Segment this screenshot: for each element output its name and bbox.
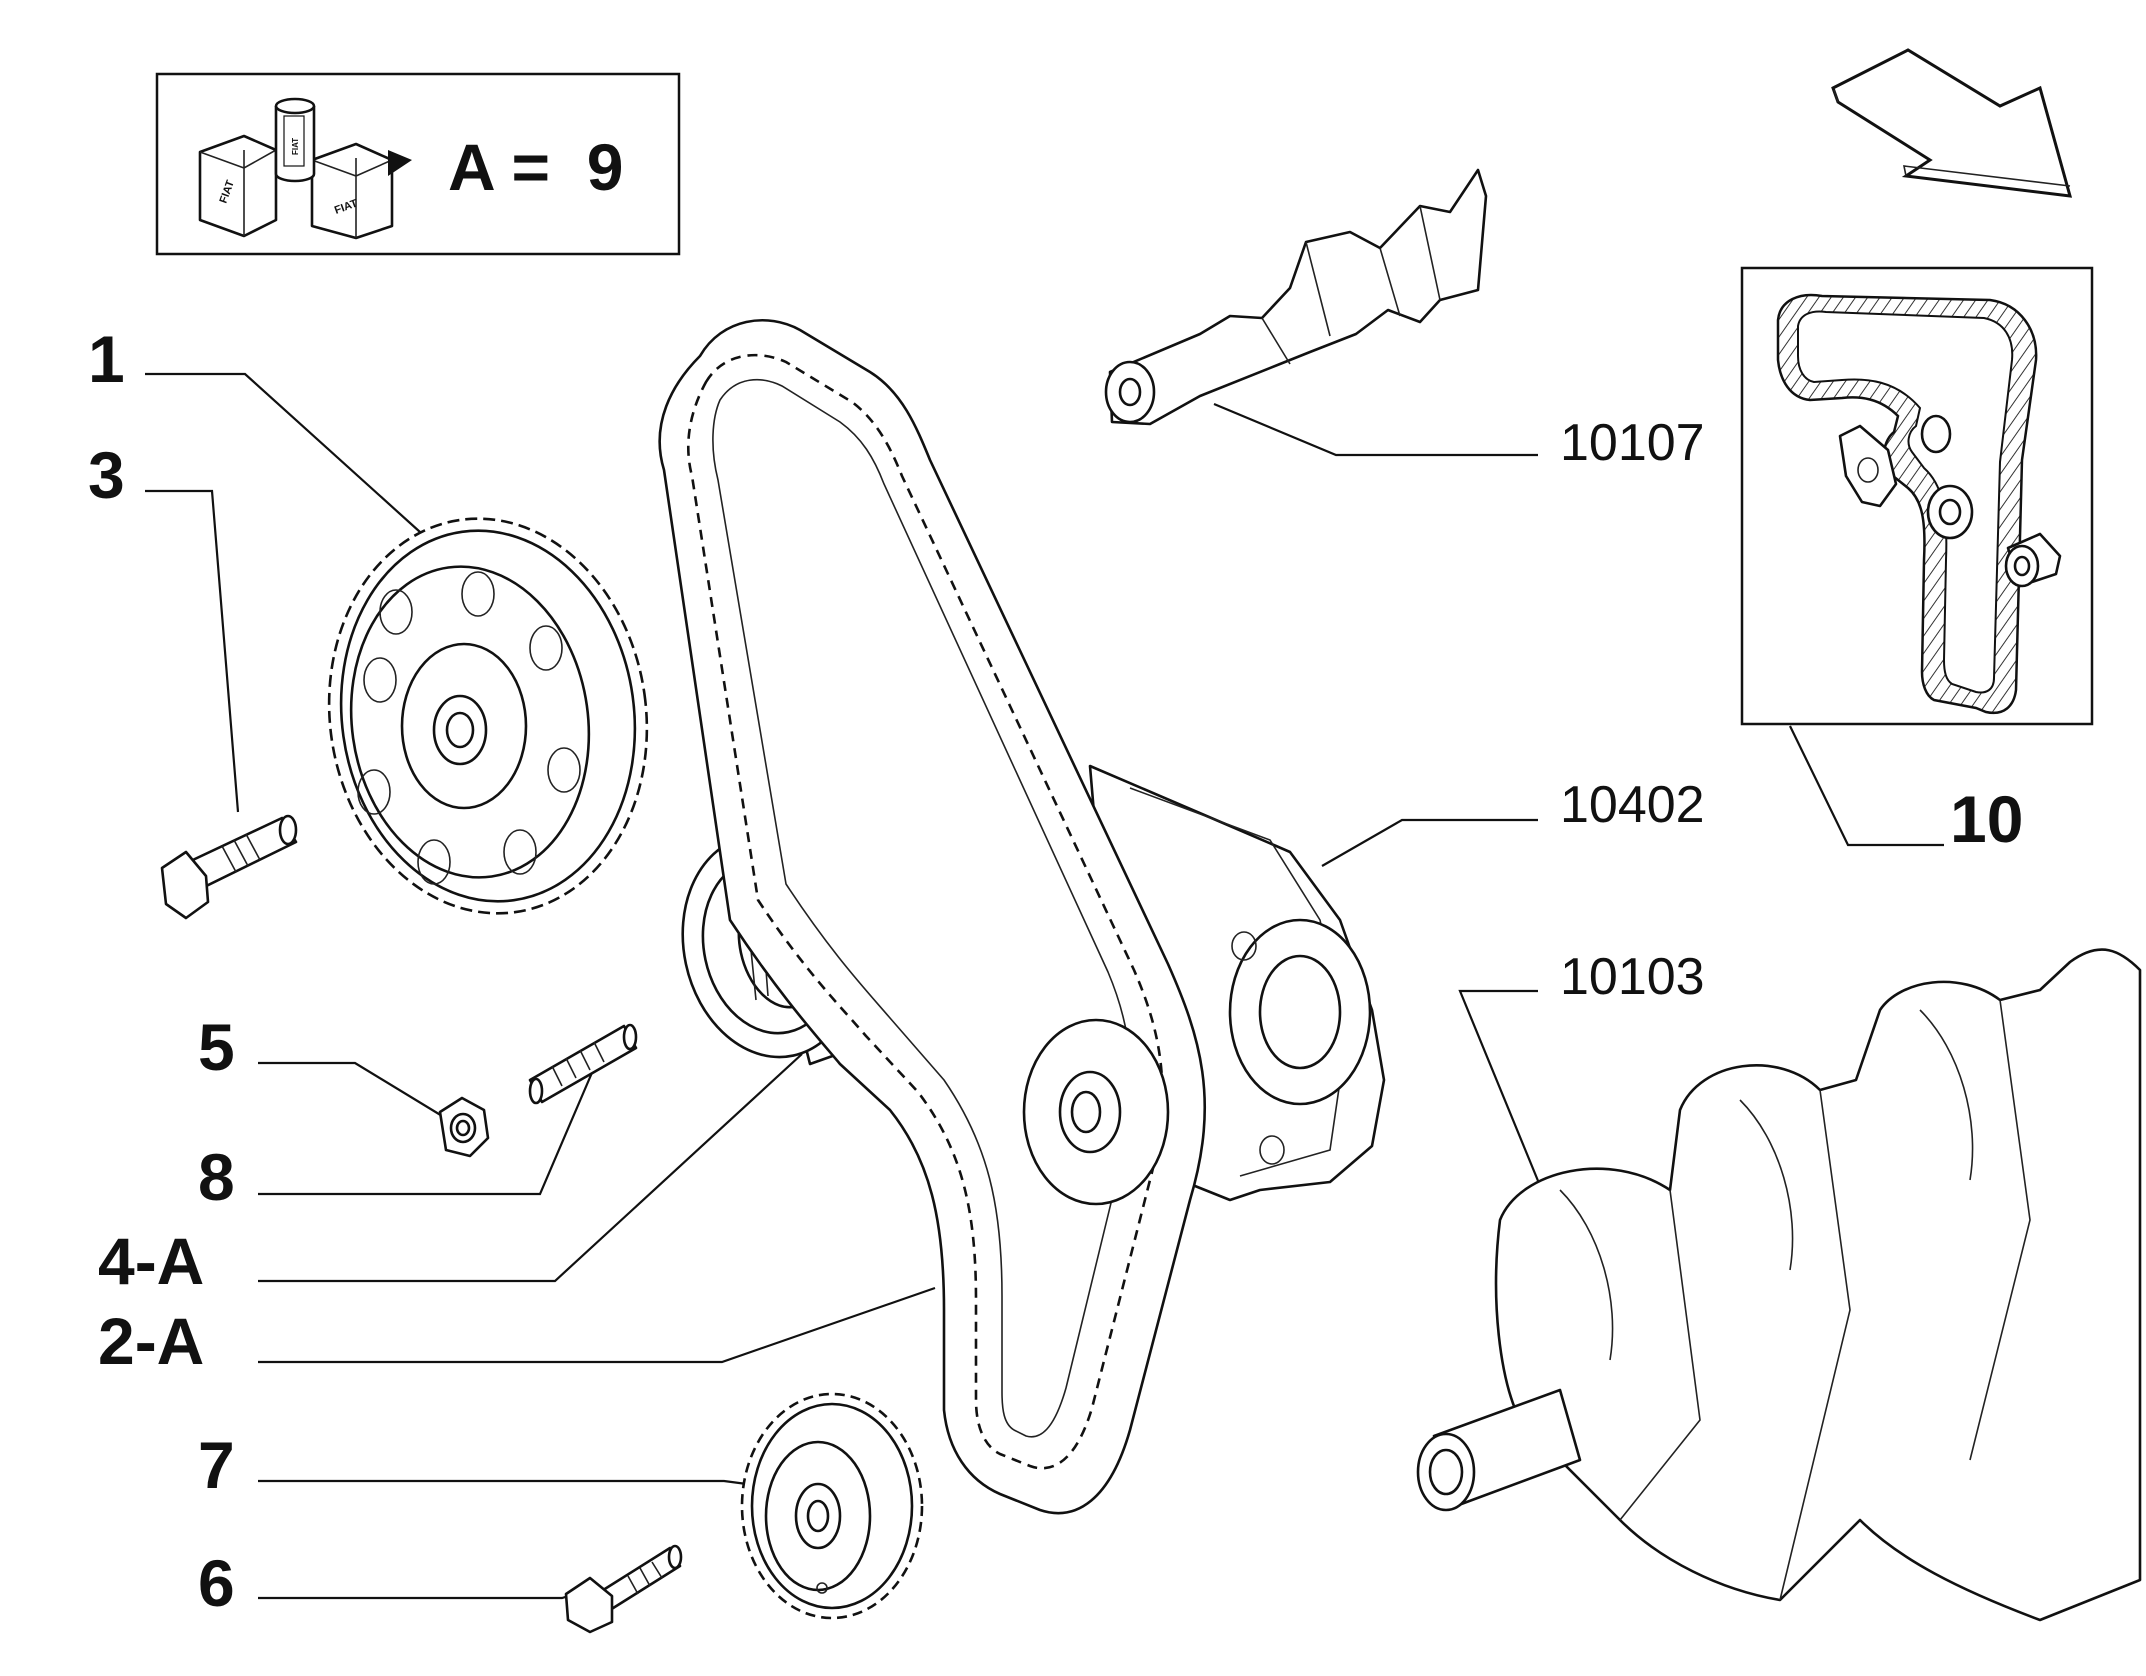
timing-kit-inset: [1740, 266, 2094, 726]
direction-arrow-icon: [1831, 48, 2073, 198]
callout-1: 1: [88, 322, 125, 396]
callout-10107: 10107: [1560, 414, 1705, 472]
callout-10402: 10402: [1560, 776, 1705, 834]
stud-8: [528, 1023, 638, 1105]
callout-8: 8: [198, 1140, 235, 1214]
legend-box: FIAT FIAT FIAT A = 9: [155, 72, 681, 256]
camshaft: [1104, 168, 1488, 426]
callout-3: 3: [88, 438, 125, 512]
crankshaft-sprocket: [740, 1392, 924, 1620]
callout-10103: 10103: [1560, 948, 1705, 1006]
bolt-3: [160, 814, 298, 920]
callout-4a: 4-A: [98, 1224, 204, 1298]
callout-labels: 1 3 5 8 4-A 2-A 7 6 10 10107 10402 10103: [88, 322, 2023, 1620]
timing-belt: [658, 318, 1206, 1515]
emblem-brand-can: FIAT: [291, 138, 300, 155]
legend-text: A = 9: [448, 130, 623, 204]
callout-2a: 2-A: [98, 1304, 204, 1378]
crankshaft: [1416, 948, 2142, 1622]
nut-5: [438, 1096, 490, 1158]
idler-pulley: [1022, 1018, 1170, 1206]
callout-6: 6: [198, 1546, 235, 1620]
camshaft-pulley: [327, 517, 649, 915]
fiat-kit-emblem-icon: FIAT FIAT FIAT: [198, 97, 412, 240]
callout-5: 5: [198, 1010, 235, 1084]
bolt-6: [564, 1544, 683, 1634]
callout-7: 7: [198, 1428, 235, 1502]
callout-10: 10: [1950, 782, 2023, 856]
